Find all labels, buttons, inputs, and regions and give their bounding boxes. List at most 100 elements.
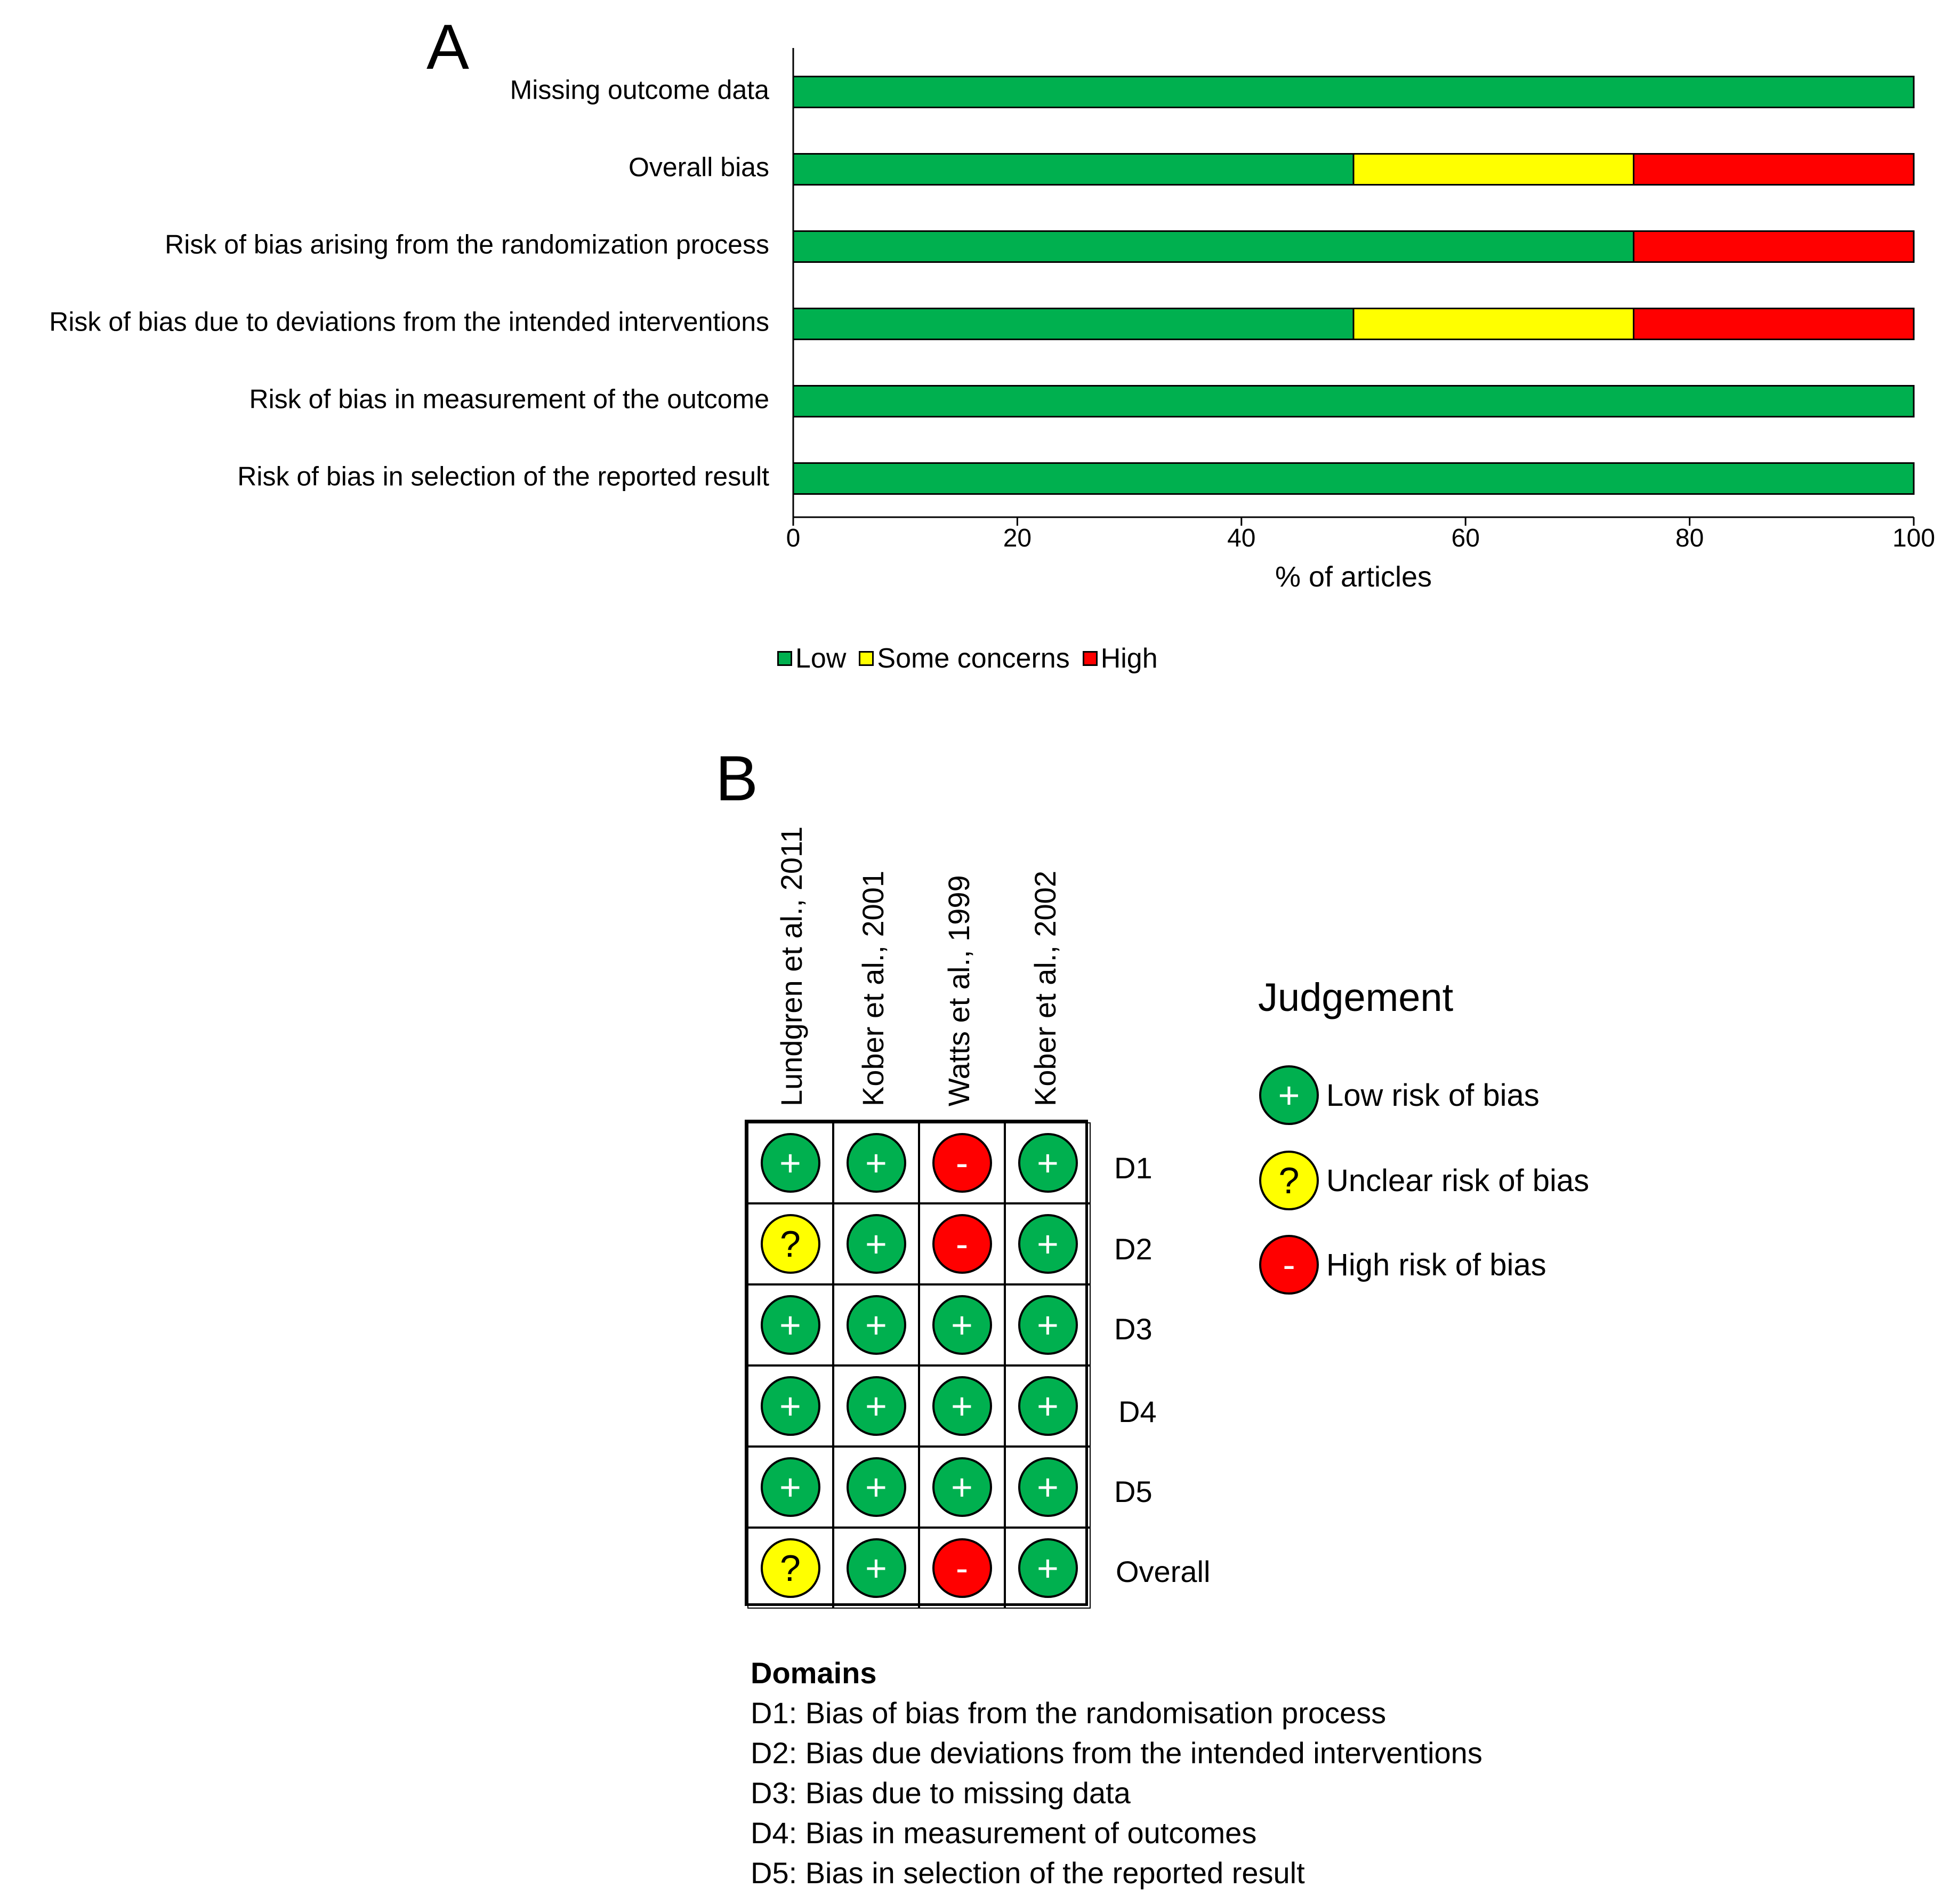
legend-label-high: High [1100, 643, 1158, 674]
category-label-4: Risk of bias due to deviations from the … [49, 307, 769, 337]
plus-icon: + [760, 1133, 820, 1193]
grid-cell: ? [747, 1528, 833, 1609]
grid-cell: + [833, 1528, 919, 1609]
x-axis-title: % of articles [1275, 561, 1432, 593]
x-tick-label-40: 40 [1227, 524, 1255, 552]
row-label-d1: D1 [1114, 1151, 1153, 1185]
domains-legend: Domains D1: Bias of bias from the random… [751, 1653, 1482, 1893]
legend-item-low: Low [777, 642, 846, 674]
grid-cell: + [1005, 1365, 1091, 1447]
plus-icon: + [846, 1538, 906, 1598]
plus-icon: + [1018, 1457, 1078, 1517]
legend-label-some-concerns: Some concerns [877, 643, 1070, 674]
judgement-legend-unclear: ? Unclear risk of bias [1259, 1151, 1589, 1210]
domains-legend-title: Domains [751, 1656, 877, 1690]
grid-cell: + [747, 1284, 833, 1365]
question-icon: ? [1259, 1151, 1319, 1210]
minus-icon: - [932, 1538, 992, 1598]
grid-cell: + [1005, 1203, 1091, 1284]
grid-cell: + [747, 1365, 833, 1447]
plus-icon: + [932, 1376, 992, 1436]
domains-legend-line-d3: D3: Bias due to missing data [751, 1776, 1131, 1810]
grid-cell: + [833, 1284, 919, 1365]
study-label-kober-2001: Kober et al., 2001 [856, 870, 890, 1106]
grid-cell: - [919, 1122, 1005, 1203]
judgement-legend-low-label: Low risk of bias [1326, 1078, 1540, 1113]
bar-segment-some-concerns-2 [1352, 153, 1634, 186]
grid-cell: ? [747, 1203, 833, 1284]
bar-segment-low-4 [792, 308, 1355, 340]
row-label-overall: Overall [1116, 1555, 1211, 1588]
plus-icon: + [846, 1376, 906, 1436]
domains-legend-line-d1: D1: Bias of bias from the randomisation … [751, 1696, 1387, 1730]
judgement-legend-high: - High risk of bias [1259, 1235, 1546, 1295]
judgement-legend-unclear-label: Unclear risk of bias [1326, 1163, 1590, 1198]
legend-swatch-some-concerns [859, 651, 874, 666]
plus-icon: + [760, 1295, 820, 1355]
grid-cell: + [1005, 1528, 1091, 1609]
judgement-legend-title: Judgement [1258, 975, 1454, 1019]
grid-cell: + [833, 1447, 919, 1528]
grid-cell: + [747, 1122, 833, 1203]
grid-cell: + [919, 1365, 1005, 1447]
grid-cell: + [1005, 1122, 1091, 1203]
bar-segment-low-5 [792, 385, 1915, 417]
bar-segment-low-3 [792, 230, 1634, 263]
chart-legend: Low Some concerns High [777, 642, 1171, 674]
category-label-1: Missing outcome data [510, 75, 770, 105]
plus-icon: + [932, 1295, 992, 1355]
plus-icon: + [846, 1295, 906, 1355]
grid-cell: + [919, 1284, 1005, 1365]
plus-icon: + [760, 1376, 820, 1436]
minus-icon: - [932, 1214, 992, 1274]
plus-icon: + [1018, 1214, 1078, 1274]
bar-segment-high-3 [1633, 230, 1915, 263]
plus-icon: + [1018, 1538, 1078, 1598]
legend-swatch-high [1082, 651, 1098, 666]
plus-icon: + [1259, 1065, 1319, 1125]
grid-cell: + [1005, 1284, 1091, 1365]
plus-icon: + [1018, 1133, 1078, 1193]
legend-swatch-low [777, 651, 792, 666]
grid-cell: + [747, 1447, 833, 1528]
judgement-legend-high-label: High risk of bias [1326, 1247, 1546, 1282]
category-label-6: Risk of bias in selection of the reporte… [237, 462, 769, 492]
domains-legend-line-d4: D4: Bias in measurement of outcomes [751, 1816, 1257, 1850]
bar-segment-low-2 [792, 153, 1355, 186]
grid-cell: + [833, 1122, 919, 1203]
grid-cell: + [1005, 1447, 1091, 1528]
legend-item-some-concerns: Some concerns [859, 642, 1070, 674]
plus-icon: + [760, 1457, 820, 1517]
row-label-d5: D5 [1114, 1475, 1153, 1508]
minus-icon: - [932, 1133, 992, 1193]
plus-icon: + [846, 1457, 906, 1517]
grid-cell: + [833, 1365, 919, 1447]
study-label-kober-2002: Kober et al., 2002 [1028, 870, 1062, 1106]
category-label-5: Risk of bias in measurement of the outco… [249, 384, 769, 414]
bar-segment-low-1 [792, 76, 1915, 108]
row-label-d3: D3 [1114, 1312, 1153, 1346]
grid-cell: + [919, 1447, 1005, 1528]
x-tick-label-60: 60 [1452, 524, 1480, 552]
study-label-watts-1999: Watts et al., 1999 [942, 875, 976, 1106]
x-tick-label-20: 20 [1003, 524, 1032, 552]
bar-segment-some-concerns-4 [1352, 308, 1634, 340]
minus-icon: - [1259, 1235, 1319, 1295]
bar-segment-low-6 [792, 462, 1915, 495]
domains-legend-line-d2: D2: Bias due deviations from the intende… [751, 1736, 1482, 1770]
plus-icon: + [1018, 1295, 1078, 1355]
grid-cell: - [919, 1203, 1005, 1284]
x-tick-label-0: 0 [786, 524, 801, 552]
row-label-d4: D4 [1118, 1395, 1157, 1428]
x-tick-label-80: 80 [1675, 524, 1704, 552]
x-tick-label-100: 100 [1892, 524, 1935, 552]
plus-icon: + [846, 1214, 906, 1274]
domains-legend-line-d5: D5: Bias in selection of the reported re… [751, 1856, 1305, 1890]
panel-a-letter: A [426, 11, 470, 83]
category-label-2: Overall bias [628, 152, 769, 182]
legend-item-high: High [1082, 642, 1158, 674]
bar-segment-high-4 [1633, 308, 1915, 340]
plus-icon: + [932, 1457, 992, 1517]
